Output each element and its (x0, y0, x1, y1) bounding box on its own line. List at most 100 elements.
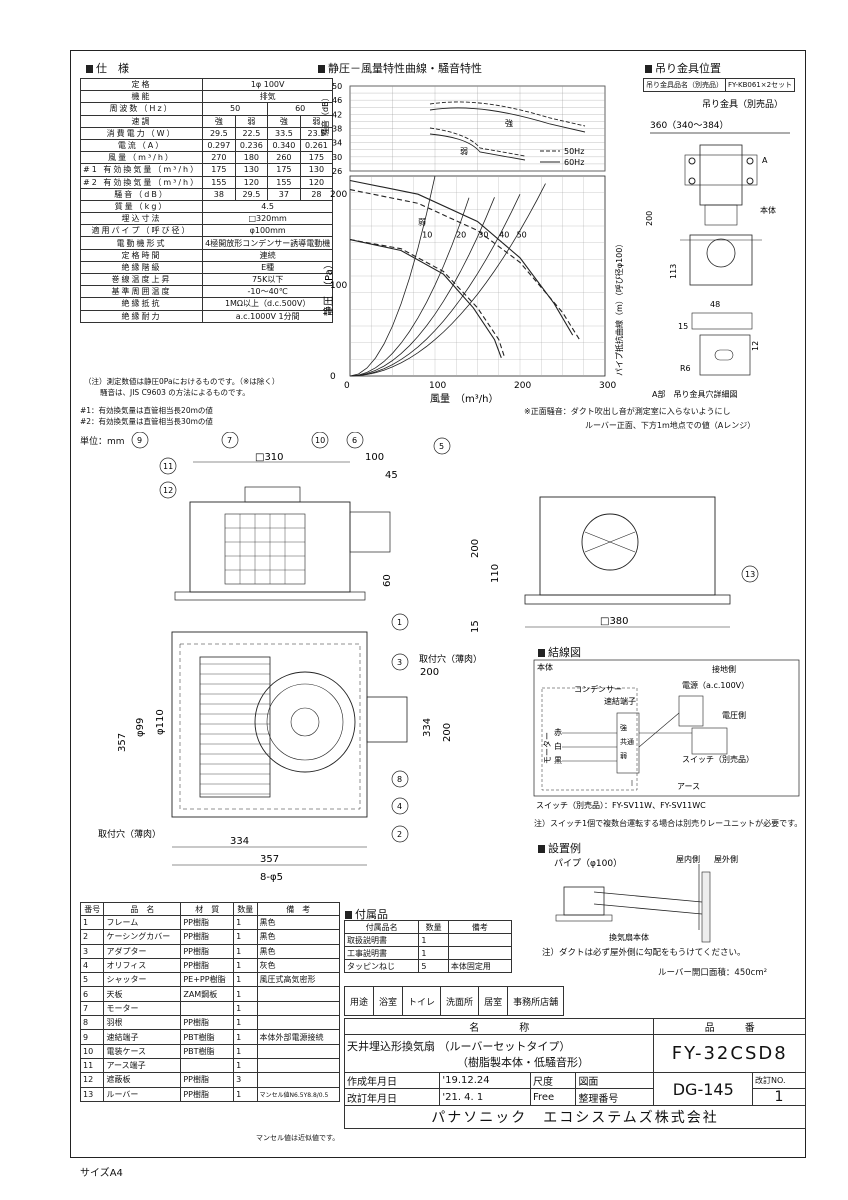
ref-number: DG-145 (653, 1072, 753, 1106)
title-name-1: 天井埋込形換気扇 (347, 1039, 435, 1053)
pipe-curves (349, 175, 546, 377)
hole-label-1: 取付穴（薄肉） (419, 653, 482, 665)
balloon-circle (159, 481, 177, 499)
wiring-terminal: 速結端子 (604, 696, 636, 706)
dim-phi99: 334 (422, 718, 433, 737)
parts-cell: 5 (79, 972, 105, 988)
dim-45: 45 (385, 470, 398, 481)
balloon-label: 12 (163, 486, 173, 495)
spec-label: 適用パイプ（呼び径） (79, 224, 204, 238)
wiring-switch-models: スイッチ（別売品）：FY-SV11W、FY-SV11WC (536, 800, 706, 810)
balloon-circle (221, 432, 239, 449)
hanger-title: 吊り金具位置 (645, 60, 721, 76)
spec-value: 155 (202, 175, 236, 189)
spec-value: 強 (267, 114, 301, 128)
wiring-note: 注）スイッチ1個で複数台運転する場合は別売りレーユニットが必要です。 (534, 819, 803, 828)
parts-cell: 1 (233, 1015, 258, 1031)
balloon-label: 2 (397, 830, 402, 839)
wiring-ground-side: 接地側 (712, 664, 736, 674)
usage-cell: 浴室 (373, 986, 404, 1016)
spec-row: 機能排気 (79, 90, 334, 104)
usage-cell: 用途 (343, 986, 375, 1016)
spec-title: 仕 様 (86, 60, 129, 76)
pressure-grid (349, 175, 606, 377)
spec-row: 定格時間連続 (79, 248, 334, 262)
noise-label-weak: 弱 (460, 147, 468, 156)
wiring-label-strong: 強 (620, 724, 627, 732)
parts-cell: 1 (233, 1043, 258, 1059)
parts-cell: 1 (233, 914, 258, 931)
install-pipe: パイプ（φ100） (554, 858, 622, 869)
usage-table: 用途浴室トイレ洗面所居室事務所店舗 (343, 986, 565, 1016)
install-outdoor: 屋外側 (714, 854, 738, 864)
side-view-body (539, 496, 716, 596)
parts-cell: 天板 (103, 986, 182, 1002)
created-date: '19.12.24 (439, 1072, 531, 1089)
revised-label: 改訂年月日 (343, 1088, 441, 1106)
parts-cell: ZAM鋼板 (180, 986, 235, 1002)
title-name-header: 名 称 (343, 1018, 655, 1035)
spec-value: 33.5 (267, 126, 301, 140)
curve-label-weak: 弱 (418, 218, 426, 227)
scale-value: 図面 (575, 1072, 655, 1089)
spec-label: 風量（m³/h） (79, 151, 204, 165)
parts-cell: 13 (79, 1086, 105, 1102)
install-fan: 換気扇本体 (609, 932, 649, 942)
dim-phi110: 200 (442, 723, 453, 742)
noise-tick: 34 (332, 139, 342, 148)
hanger-dim-48: 48 (710, 300, 720, 309)
balloon-circle (391, 770, 409, 788)
wiring-power: 電源（a.c.100V） (682, 681, 749, 690)
spec-value: 弱 (234, 114, 269, 128)
parts-cell (180, 1000, 235, 1017)
install-title: 設置例 (538, 840, 581, 856)
parts-cell: 1 (233, 972, 258, 988)
noise-tick: 30 (332, 153, 342, 162)
parts-note: マンセル値は近似値です。 (256, 1134, 340, 1142)
series-弱-50Hz (349, 239, 506, 358)
parts-cell: 12 (79, 1072, 105, 1088)
wiring-capacitor: コンデンサー (574, 684, 622, 694)
noise-weak-50 (429, 127, 526, 157)
parts-cell: 1 (79, 914, 105, 931)
spec-value: 130 (234, 163, 269, 177)
parts-cell: 1 (233, 943, 258, 959)
parts-cell (256, 1072, 341, 1088)
spec-label: 消費電力（W） (79, 126, 204, 140)
noise-note-2: ルーバー正面、下方1m地点での値（Aレンジ） (585, 421, 756, 430)
parts-cell: 電装ケース (103, 1043, 182, 1059)
balloon-circle (391, 825, 409, 843)
parts-cell: アダプター (103, 943, 182, 959)
hanger-a-label: A (762, 156, 768, 165)
wiring-color-white: 白 (554, 741, 562, 751)
x-tick: 0 (344, 381, 350, 391)
noise-tick: 42 (332, 110, 342, 119)
acc-cell: 1 (418, 933, 449, 947)
spec-value: 0.236 (234, 138, 269, 153)
balloon-label: 8 (397, 775, 402, 784)
spec-value: 260 (267, 151, 301, 165)
y-tick: 0 (330, 372, 336, 382)
wiring-diagram: 本体 コンデンサー 速結端子 モーター 赤 白 黒 強 共通 弱 接地側 電源（… (533, 659, 800, 810)
spec-value: 50 (202, 102, 269, 116)
hanger-header-2: FY-KB061×2セット (724, 78, 796, 92)
install-diagram: パイプ（φ100） 屋内側 屋外側 換気扇本体 (554, 854, 738, 943)
parts-cell: 遮蔽板 (103, 1072, 182, 1088)
spec-label: 絶縁階級 (79, 260, 204, 275)
parts-cell: フレーム (103, 914, 182, 931)
noise-tick: 46 (332, 96, 342, 105)
spec-value: 38 (202, 187, 236, 201)
spec-label: 電動機形式 (79, 236, 204, 250)
balloon-circle (433, 437, 451, 455)
parts-cell: 1 (233, 1086, 258, 1102)
parts-cell: PBT樹脂 (180, 1043, 235, 1059)
parts-cell: ルーバー (103, 1086, 182, 1102)
wiring-switch: スイッチ（別売品） (682, 754, 754, 764)
noise-label-strong: 強 (505, 118, 513, 128)
